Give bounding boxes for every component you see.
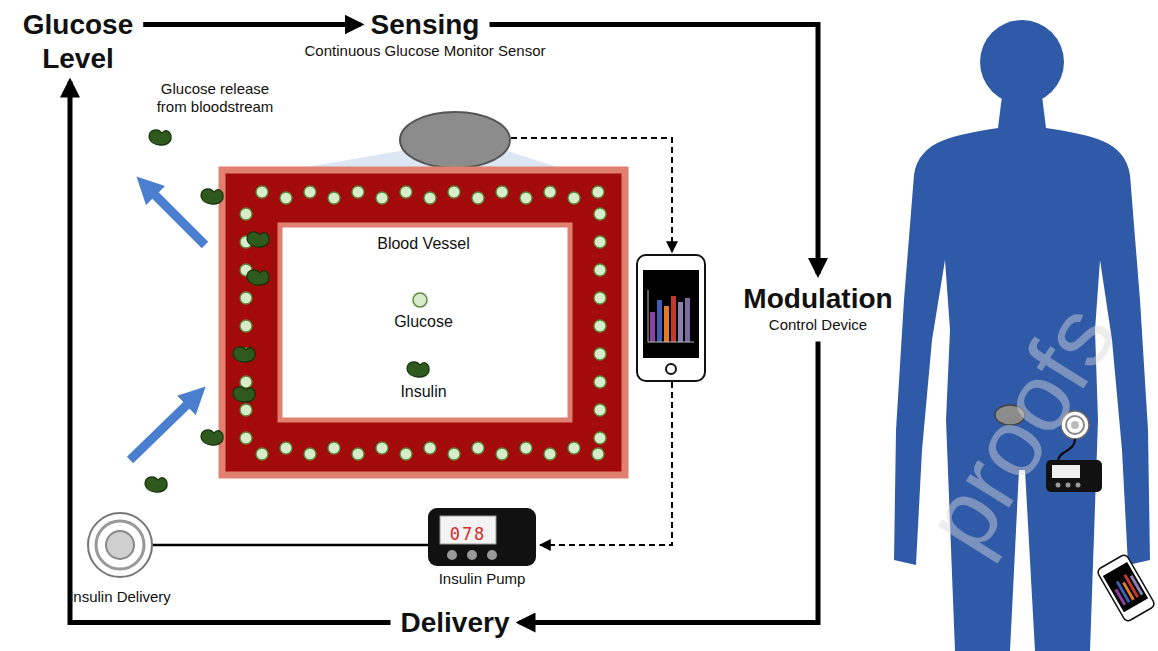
loop-arrow xyxy=(70,82,391,623)
node-subtitle: Insulin xyxy=(222,382,625,401)
node-title: Blood Vessel xyxy=(222,234,625,253)
loop-arrow xyxy=(143,22,360,27)
loop-arrow xyxy=(520,342,819,623)
person-silhouette xyxy=(894,20,1156,651)
annotation: Glucose release from bloodstream xyxy=(150,80,280,116)
node-subtitle: Continuous Glucose Monitor Sensor xyxy=(270,42,580,60)
loop-arrow xyxy=(490,25,819,275)
node-title: Glucose Level xyxy=(8,8,148,75)
cgm-sensor xyxy=(400,112,510,168)
stage-label: Delivery xyxy=(370,606,540,640)
annotation: Insulin Delivery xyxy=(40,588,200,606)
node-subtitle: Insulin Pump xyxy=(388,570,576,588)
stage-label: Glucose Level xyxy=(8,8,148,75)
node-title: Sensing xyxy=(270,8,580,42)
node-subtitle: Control Device xyxy=(712,316,924,334)
blood-vessel: Blood VesselGlucoseInsulin xyxy=(222,170,625,475)
node-subtitle: Glucose xyxy=(222,312,625,331)
node-title: Modulation xyxy=(712,282,924,316)
phone xyxy=(637,255,705,381)
insulin-pump: 078Insulin Pump xyxy=(428,508,536,566)
stage-label: ModulationControl Device xyxy=(712,282,924,334)
node-title: 078 xyxy=(440,524,496,544)
node-title: Delivery xyxy=(370,606,540,640)
stage-label: SensingContinuous Glucose Monitor Sensor xyxy=(270,8,580,60)
